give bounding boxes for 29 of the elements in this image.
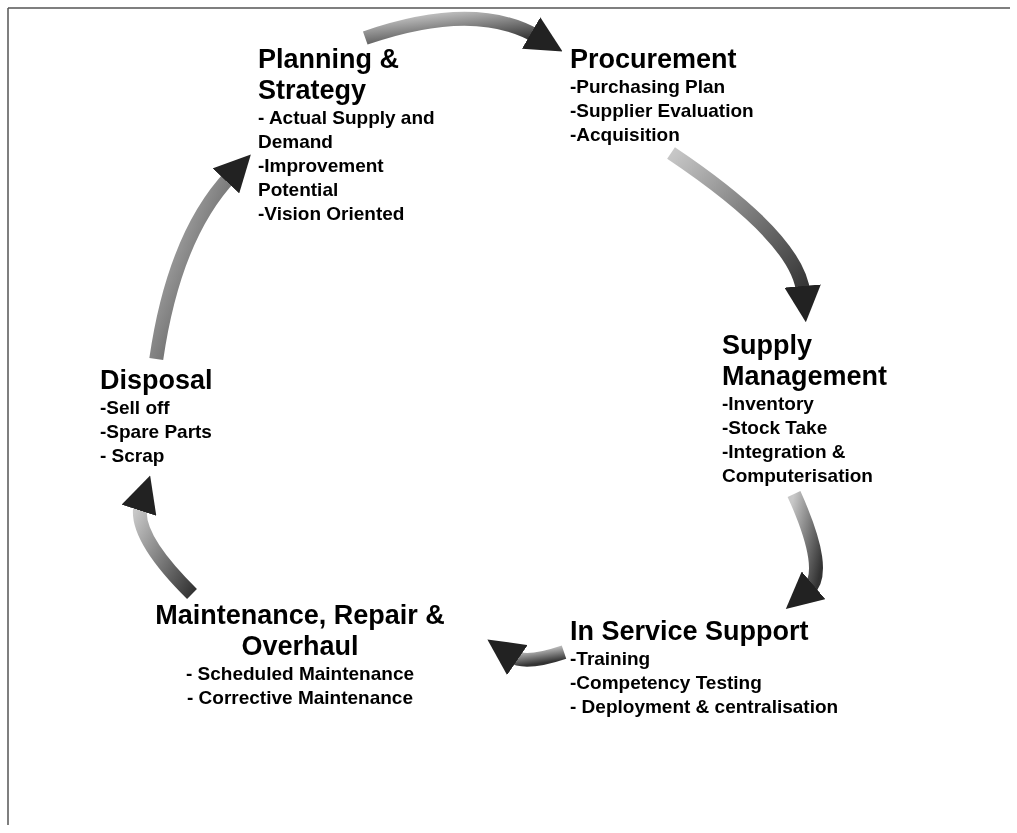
stage-heading: Disposal [100,365,213,396]
stage-item: -Improvement Potential [258,154,385,202]
stage-heading: Procurement [570,44,737,75]
stage-item: -Purchasing Plan [570,75,726,99]
stage-item: -Sell off [100,396,170,420]
stage-item: -Stock Take [722,416,828,440]
stage-item: - Scrap [100,444,165,468]
cycle-arrow [667,147,820,322]
cycle-arrow [363,11,564,51]
stage-item: -Training [570,647,651,671]
stage-heading: In Service Support [570,616,809,647]
stage-item: - Corrective Maintenance [187,686,413,710]
stage-item: -Vision Oriented [258,202,405,226]
stage-item: -Supplier Evaluation [570,99,754,123]
stage-heading: Maintenance, Repair & Overhaul [154,600,446,662]
stage-heading: Supply Management [722,330,889,392]
cycle-arrow [121,474,197,599]
stage-item: - Scheduled Maintenance [185,662,414,686]
stage-heading: Planning & Strategy [258,44,400,106]
stage-item: -Acquisition [570,123,680,147]
cycle-arrow [149,153,251,361]
stage-item: -Spare Parts [100,420,212,444]
stage-item: -Inventory [722,392,814,416]
stage-item: -Competency Testing [570,671,762,695]
cycle-arrow [787,491,827,612]
stage-item: -Integration & Computerisation [722,440,874,488]
cycle-arrow [486,641,567,676]
stage-item: - Actual Supply and Demand [258,106,436,154]
stage-item: - Deployment & centralisation [570,695,839,719]
